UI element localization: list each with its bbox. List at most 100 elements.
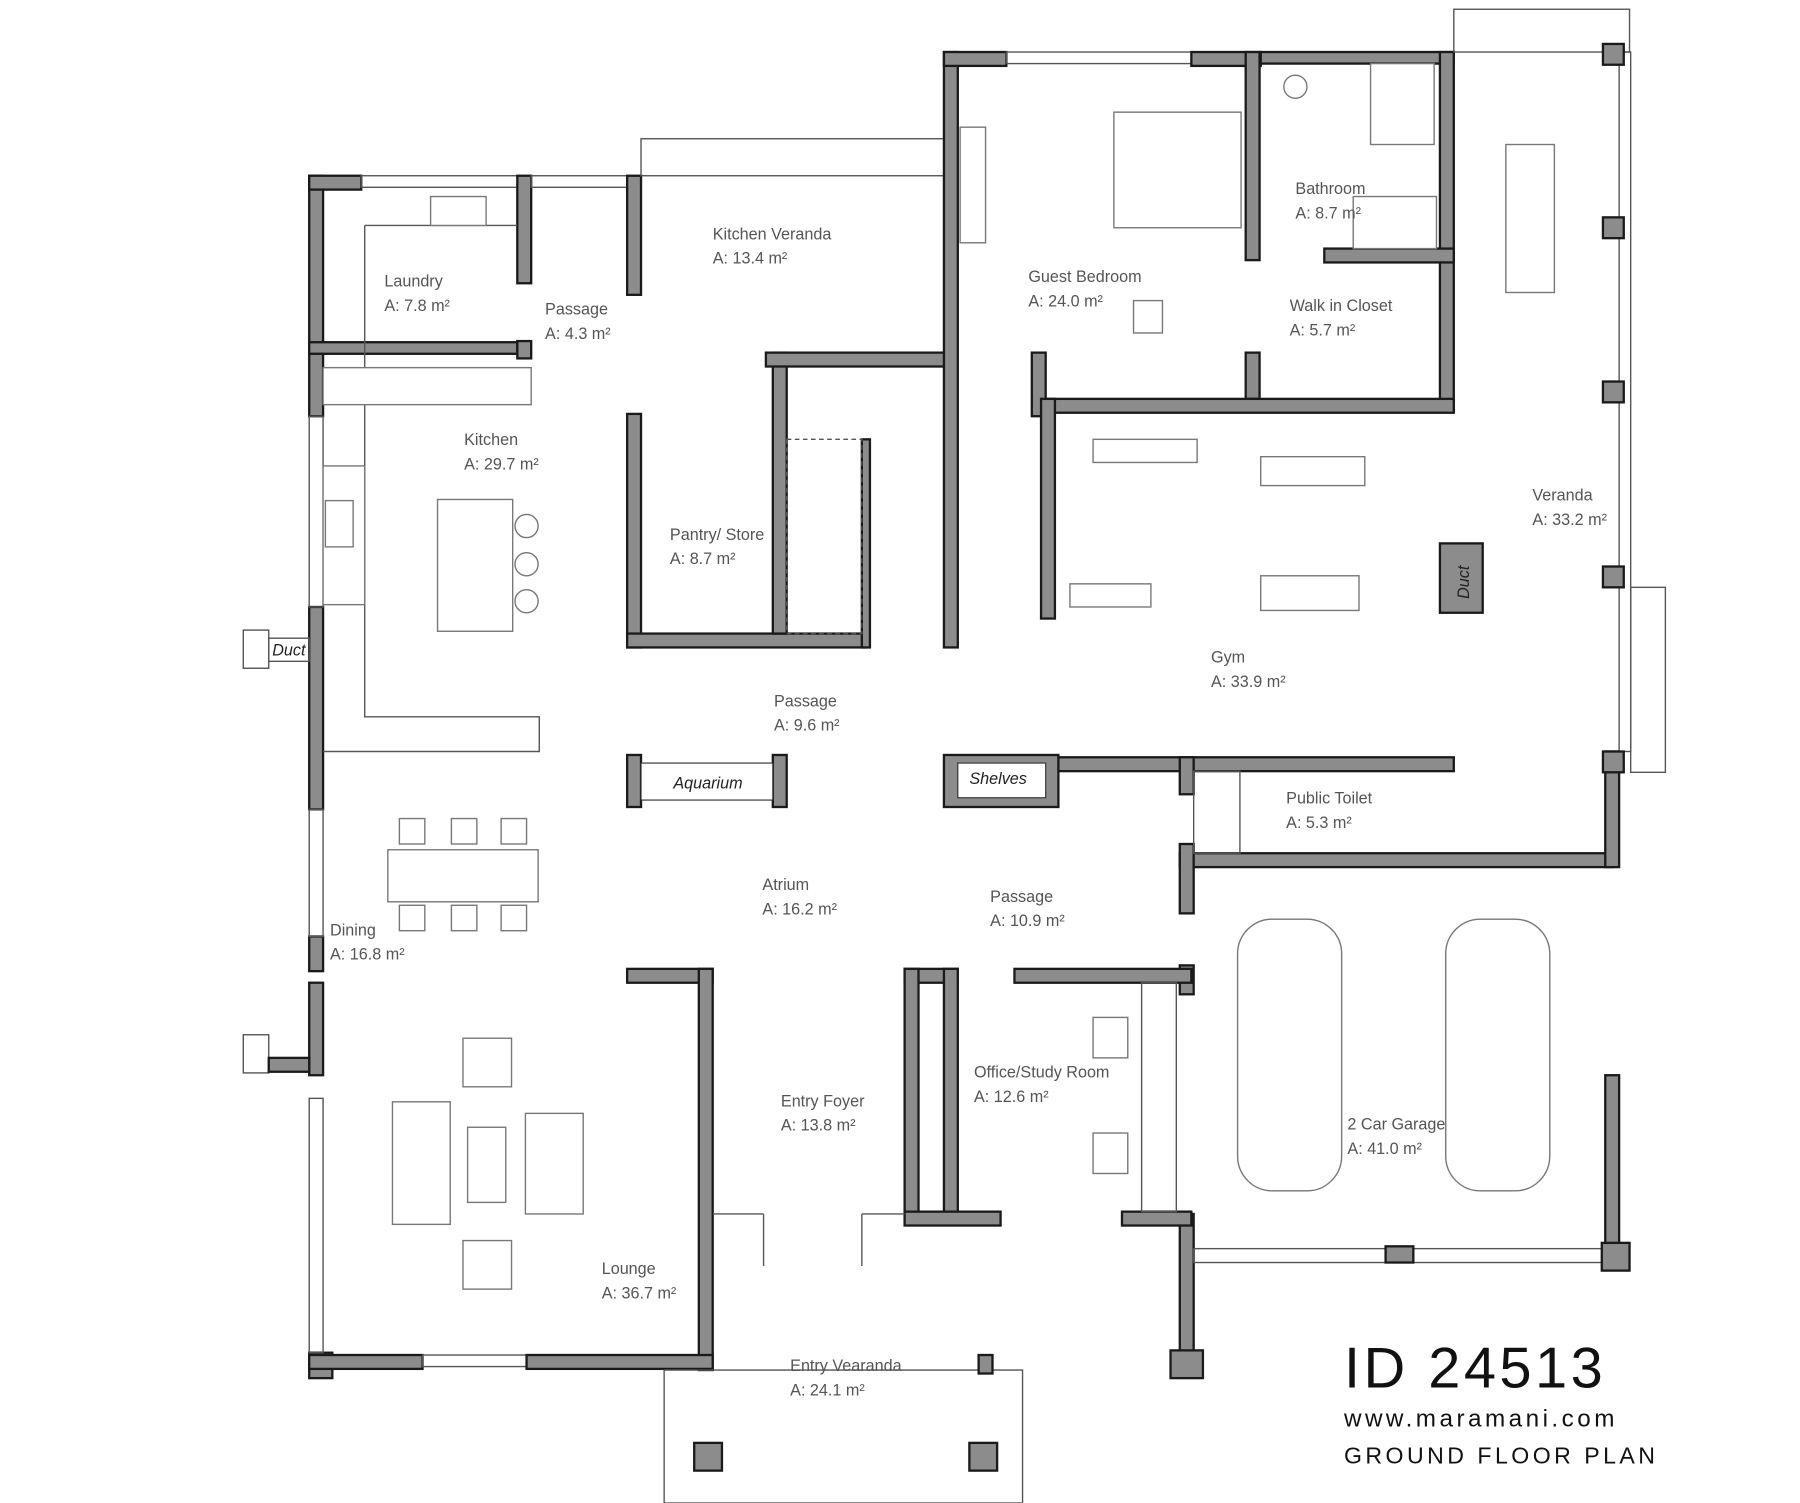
furniture-item: [514, 588, 539, 614]
furniture-item: [500, 904, 528, 932]
window-or-outline: [360, 175, 519, 188]
furniture-item: [524, 1112, 584, 1215]
furniture-item: [959, 126, 987, 244]
shelves-label: Shelves: [969, 770, 1027, 788]
wall: [1178, 842, 1195, 915]
room-name: Atrium: [762, 876, 809, 894]
window-or-outline: [421, 1354, 528, 1368]
wall: [308, 174, 325, 418]
wall: [516, 174, 533, 285]
furniture-item: [450, 904, 478, 932]
room-area: A: 10.9 m²: [990, 912, 1065, 930]
wall: [625, 632, 867, 649]
wall: [308, 174, 363, 191]
furniture-item: [1132, 299, 1164, 334]
window-or-outline: [530, 175, 628, 188]
wall: [942, 50, 959, 649]
wall: [942, 967, 959, 1225]
wall: [942, 50, 1008, 68]
wall: [693, 1441, 724, 1472]
furniture-item: [1069, 583, 1152, 608]
room-entry-foyer: Entry Foyer A: 13.8 m²: [781, 1092, 865, 1134]
wall: [903, 1210, 1002, 1227]
room-name: Walk in Closet: [1290, 297, 1393, 315]
furniture-item: [1283, 74, 1308, 99]
window-or-outline: [663, 1369, 1024, 1503]
room-name: Bathroom: [1295, 180, 1365, 198]
window-or-outline: [786, 438, 863, 635]
window-or-outline: [1140, 982, 1178, 1213]
furniture-item: [398, 817, 426, 845]
furniture-item: [462, 1037, 513, 1088]
room-name: Passage: [774, 692, 837, 710]
wall: [308, 1353, 424, 1371]
room-atrium: Atrium A: 16.2 m²: [762, 876, 837, 918]
room-bathroom: Bathroom A: 8.7 m²: [1295, 180, 1365, 222]
furniture-item: [1369, 62, 1435, 146]
wall: [1601, 565, 1625, 589]
window-or-outline: [308, 415, 324, 608]
furniture-item: [1505, 143, 1556, 294]
wall: [308, 981, 325, 1077]
furniture-item: [398, 904, 426, 932]
room-area: A: 7.8 m²: [384, 297, 450, 315]
furniture-item: [466, 1126, 507, 1204]
duct-right-label: Duct: [1455, 564, 1473, 599]
walls: [242, 8, 1667, 1503]
room-name: Entry Vearanda: [790, 1357, 901, 1375]
furniture-item: [1092, 1132, 1129, 1175]
room-entry-veranda: Entry Vearanda A: 24.1 m²: [790, 1357, 901, 1399]
fixture-labels: Duct Duct Aquarium Shelves: [272, 564, 1473, 792]
wall: [625, 753, 643, 809]
duct-left-label: Duct: [272, 642, 307, 660]
wall: [697, 967, 714, 1372]
wall: [1045, 397, 1455, 414]
room-name: Veranda: [1532, 487, 1592, 505]
room-area: A: 24.0 m²: [1028, 292, 1103, 310]
furniture-item: [1236, 918, 1343, 1192]
room-area: A: 16.2 m²: [762, 901, 837, 919]
window-or-outline: [1629, 586, 1667, 774]
wall: [1120, 1210, 1193, 1227]
room-area: A: 24.1 m²: [790, 1381, 865, 1399]
wall: [1601, 42, 1625, 66]
room-area: A: 8.7 m²: [670, 550, 736, 568]
wall: [1244, 351, 1261, 401]
room-area: A: 13.8 m²: [781, 1117, 856, 1135]
room-name: Passage: [545, 300, 608, 318]
furniture-item: [436, 498, 514, 632]
window-or-outline: [308, 1097, 324, 1354]
room-name: 2 Car Garage: [1347, 1116, 1445, 1134]
title-block: ID 24513 www.maramani.com GROUND FLOOR P…: [1343, 1336, 1659, 1469]
wall: [1244, 50, 1261, 262]
wall: [525, 1353, 714, 1371]
room-area: A: 29.7 m²: [464, 455, 539, 473]
room-area: A: 16.8 m²: [330, 946, 405, 964]
room-area: A: 8.7 m²: [1295, 205, 1361, 223]
room-area: A: 12.6 m²: [974, 1088, 1049, 1106]
plan-title: GROUND FLOOR PLAN: [1344, 1443, 1659, 1469]
wall: [1384, 1245, 1415, 1264]
window-or-outline: [1005, 51, 1193, 65]
furniture-item: [450, 817, 478, 845]
room-name: Entry Foyer: [781, 1092, 865, 1110]
window-or-outline: [308, 808, 324, 938]
wall: [1601, 380, 1625, 404]
furniture-item: [500, 817, 528, 845]
aquarium-label: Aquarium: [672, 774, 742, 792]
wall: [1438, 50, 1455, 412]
wall: [764, 351, 953, 368]
room-name: Pantry/ Store: [670, 526, 764, 544]
furniture-item: [1445, 918, 1551, 1192]
